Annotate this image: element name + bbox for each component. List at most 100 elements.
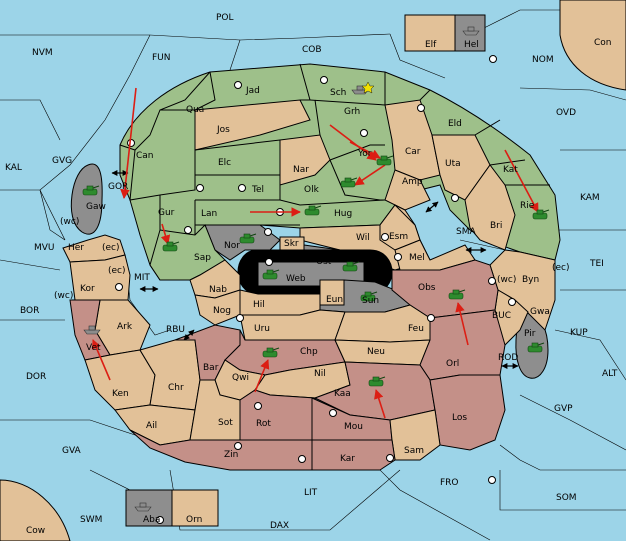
label-mit: MIT xyxy=(134,273,150,283)
label-skr: Skr xyxy=(284,239,299,249)
label-kup: KUP xyxy=(570,328,588,338)
label-som: SOM xyxy=(556,493,577,503)
label-kor: Kor xyxy=(80,284,95,294)
label-ost: Ost xyxy=(316,257,332,267)
army-sun-icon[interactable] xyxy=(360,291,378,302)
label-kam: KAM xyxy=(580,193,600,203)
label-dor: DOR xyxy=(26,372,46,382)
label-sch: Sch xyxy=(330,88,346,98)
label-elf: Elf xyxy=(425,40,437,50)
label-wc-byn: (wc) xyxy=(497,275,516,285)
label-ken: Ken xyxy=(112,389,129,399)
label-fro: FRO xyxy=(440,478,459,488)
label-car: Car xyxy=(405,147,421,157)
fleet-vet-icon[interactable] xyxy=(83,325,101,335)
label-gva: GVA xyxy=(62,446,82,456)
province-orn[interactable] xyxy=(171,489,219,527)
label-olk: Olk xyxy=(304,185,320,195)
province-hel[interactable] xyxy=(454,14,486,52)
north-band-borders xyxy=(119,63,550,235)
army-kaa-icon[interactable] xyxy=(368,376,386,387)
province-elf[interactable] xyxy=(404,14,456,52)
label-neu: Neu xyxy=(367,347,385,357)
label-ark: Ark xyxy=(117,322,133,332)
label-aba: Aba xyxy=(143,515,160,525)
label-sap: Sap xyxy=(194,253,211,263)
army-olk-icon[interactable] xyxy=(340,177,358,188)
label-nog: Nog xyxy=(213,306,231,316)
province-amp[interactable] xyxy=(384,169,431,211)
label-qua: Qua xyxy=(186,105,204,115)
label-bor: BOR xyxy=(20,306,39,316)
label-gur: Gur xyxy=(158,208,175,218)
fleet-aba-icon[interactable] xyxy=(134,502,152,512)
label-rod: ROD xyxy=(498,353,518,363)
army-chp-icon[interactable] xyxy=(262,347,280,358)
province-hil[interactable] xyxy=(239,289,321,316)
sea-borders xyxy=(0,9,626,541)
label-esm: Esm xyxy=(389,232,408,242)
label-hel: Hel xyxy=(464,40,479,50)
province-gaw[interactable] xyxy=(70,163,103,235)
label-jos: Jos xyxy=(216,125,230,135)
label-feu: Feu xyxy=(408,324,424,334)
army-hug-icon[interactable] xyxy=(304,205,322,216)
label-kaa: Kaa xyxy=(334,389,351,399)
army-yor-icon[interactable] xyxy=(376,155,394,166)
label-nar: Nar xyxy=(293,165,309,175)
label-gvp: GVP xyxy=(554,404,573,414)
label-orl: Orl xyxy=(446,359,459,369)
province-bri[interactable] xyxy=(464,164,516,251)
passage-arrows xyxy=(111,170,519,369)
army-obs-icon[interactable] xyxy=(448,289,466,300)
label-web: Web xyxy=(286,274,306,284)
army-web-icon[interactable] xyxy=(262,269,280,280)
label-kat: Kat xyxy=(503,165,518,175)
army-gaw-icon[interactable] xyxy=(82,185,100,196)
army-gur-icon[interactable] xyxy=(162,241,180,252)
label-byn: Byn xyxy=(522,275,539,285)
label-buc: BUC xyxy=(492,311,511,321)
supply-centres xyxy=(115,55,516,524)
label-los: Los xyxy=(452,413,467,423)
label-cob: COB xyxy=(302,45,322,55)
label-bar: Bar xyxy=(203,363,219,373)
label-uta: Uta xyxy=(445,159,461,169)
label-wil: Wil xyxy=(356,233,370,243)
label-wc-her: (wc) xyxy=(60,217,79,227)
province-los[interactable] xyxy=(429,374,506,451)
province-kor[interactable] xyxy=(69,254,131,301)
label-amp: Amp xyxy=(402,177,423,187)
army-ost-icon[interactable] xyxy=(342,261,360,272)
label-lan: Lan xyxy=(201,209,217,219)
label-can: Can xyxy=(136,151,154,161)
label-jad: Jad xyxy=(245,86,260,96)
label-chp: Chp xyxy=(300,347,318,357)
label-mvu: MVU xyxy=(34,243,55,253)
label-qwi: Qwi xyxy=(232,373,249,383)
army-nor-icon[interactable] xyxy=(239,233,257,244)
label-hug: Hug xyxy=(334,209,352,219)
label-gor: GOR xyxy=(108,182,128,192)
fleet-hel-icon[interactable] xyxy=(462,26,480,36)
label-alt: ALT xyxy=(602,369,618,379)
label-tel: Tel xyxy=(251,185,264,195)
province-nar[interactable] xyxy=(279,134,331,186)
army-pir-icon[interactable] xyxy=(527,342,545,353)
army-rie-icon[interactable] xyxy=(532,209,550,220)
label-nor: Nor xyxy=(224,241,240,251)
label-obs: Obs xyxy=(418,283,436,293)
province-kar[interactable] xyxy=(311,439,396,471)
label-gaw: Gaw xyxy=(86,202,106,212)
label-gvg: GVG xyxy=(52,156,72,166)
label-pol: POL xyxy=(216,13,234,23)
province-rot[interactable] xyxy=(239,389,316,441)
label-zin: Zin xyxy=(224,450,238,460)
label-kal: KAL xyxy=(5,163,22,173)
label-nil: Nil xyxy=(314,369,326,379)
label-swm: SWM xyxy=(80,515,102,525)
province-obs[interactable] xyxy=(391,259,499,319)
label-yor: Yor xyxy=(357,149,372,159)
label-elc: Elc xyxy=(218,158,231,168)
